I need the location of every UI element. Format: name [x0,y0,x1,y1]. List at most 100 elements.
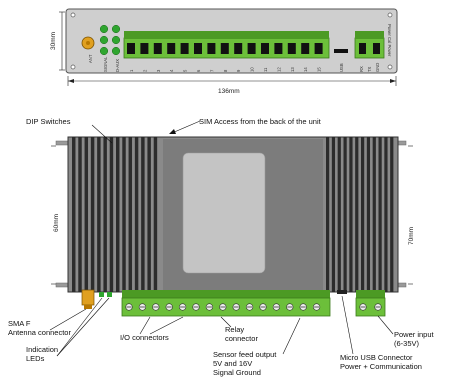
leader-line [171,120,201,134]
annotation-line: Indication [26,345,58,354]
terminal-pin-label: 9 [236,69,241,72]
terminal-pin-label: 6 [196,69,201,72]
heatsink-fin [128,137,133,292]
front-io-terminal-block [121,290,331,317]
heatsink-fin [361,137,365,292]
micro-usb-slot [334,49,348,53]
heatsink-fin [141,137,145,292]
leader-line [220,316,232,328]
annotation-line: Micro USB Connector [340,353,413,362]
annotations: DIP Switches SIM Access from the back of… [8,117,435,377]
terminal-pin-label: 13 [290,67,295,72]
led [111,24,121,34]
leader-line [56,297,103,357]
heatsink-fin [331,137,336,292]
heatsink-fin [326,137,330,292]
heatsink-fin [153,137,158,292]
sma-connector-front [81,289,95,306]
annotation-line: Power input [394,330,435,339]
annotation-line: 5V and 16V [213,359,252,368]
terminal-pin-label: 15 [317,67,322,72]
heatsink-fin [384,137,388,292]
power-annotation: Power input(6-35V) [394,330,435,348]
heatsink-fin [378,137,382,292]
led-front [99,292,104,297]
leader-line [139,316,151,335]
leader-line [49,308,87,331]
dim-right-label: 70mm [408,227,415,245]
annotation-line: Signal Ground [213,368,261,377]
io-connectors-annotation: I/O connectors [120,333,169,342]
terminal-pin [261,43,269,54]
terminal-pin [194,43,202,54]
terminal-pin [153,43,162,54]
terminal-pin [287,43,296,54]
leader-line [377,315,394,335]
screw-hole [387,64,393,70]
heatsink-fin [122,137,126,292]
screw-hole [387,12,393,18]
annotation-line: SMA F [8,319,31,328]
heatsink-fin [337,137,341,292]
terminal-screws [125,303,321,311]
heatsink-fin [116,137,120,292]
terminal-pin [180,43,189,54]
terminal-pin [359,43,366,54]
heatsink-fin [349,137,353,292]
side-label: Power Cal Power [387,24,392,57]
terminal-pin [301,43,310,54]
power-pin-label: RX [359,66,364,72]
heatsink-fin [84,137,89,292]
heatsink-fins-left [72,137,158,292]
terminal-pin-label: 5 [183,69,188,72]
heatsink-fin [134,137,139,292]
terminal-pin-label: 11 [263,67,268,72]
heatsink-fin [147,137,151,292]
terminal-pin [207,43,216,54]
leader-line [56,297,110,357]
terminal-block-body [355,297,386,317]
led-label-aux: D-AUX [115,59,120,72]
terminal-pin [314,43,323,54]
sma-connector-front [84,305,92,309]
heatsink-fin [343,137,347,292]
heatsink-fin [72,137,76,292]
heatsink-fin [355,137,359,292]
leader-line [282,317,301,355]
terminal-pin-label: 2 [142,69,147,72]
terminal-pin [247,43,256,54]
screw-hole [70,12,76,18]
dim-left-label: 60mm [53,214,60,232]
terminal-pin [140,43,149,54]
dimension-arrow [68,79,74,83]
annotation-line: connector [225,334,258,343]
annotation-line: (6-35V) [394,339,420,348]
screw-hole [70,64,76,70]
dimension-arrow [390,79,396,83]
heatsink-fin [366,137,371,292]
terminal-pin [234,43,243,54]
annotation-line: Sensor feed output [213,350,277,359]
heatsink-fin [90,137,95,292]
leader-arrow [169,129,176,134]
led [99,35,109,45]
terminal-pin-label: 12 [276,67,281,72]
led [99,46,109,56]
terminal-pin [373,43,380,54]
terminal-pin-label: 8 [223,69,228,72]
terminal-block-top [355,31,384,39]
heatsink-fin [97,137,101,292]
usb-small-label: USB [339,63,344,72]
top-power-terminal-block [354,31,385,59]
terminal-pin [274,43,283,54]
top-io-terminal-block [123,31,330,59]
heatsink-fin [103,137,107,292]
front-power-terminal-block [355,290,386,317]
annotation-line: Power + Communication [340,362,422,371]
leader-line [149,316,184,335]
heatsink-fin [78,137,82,292]
